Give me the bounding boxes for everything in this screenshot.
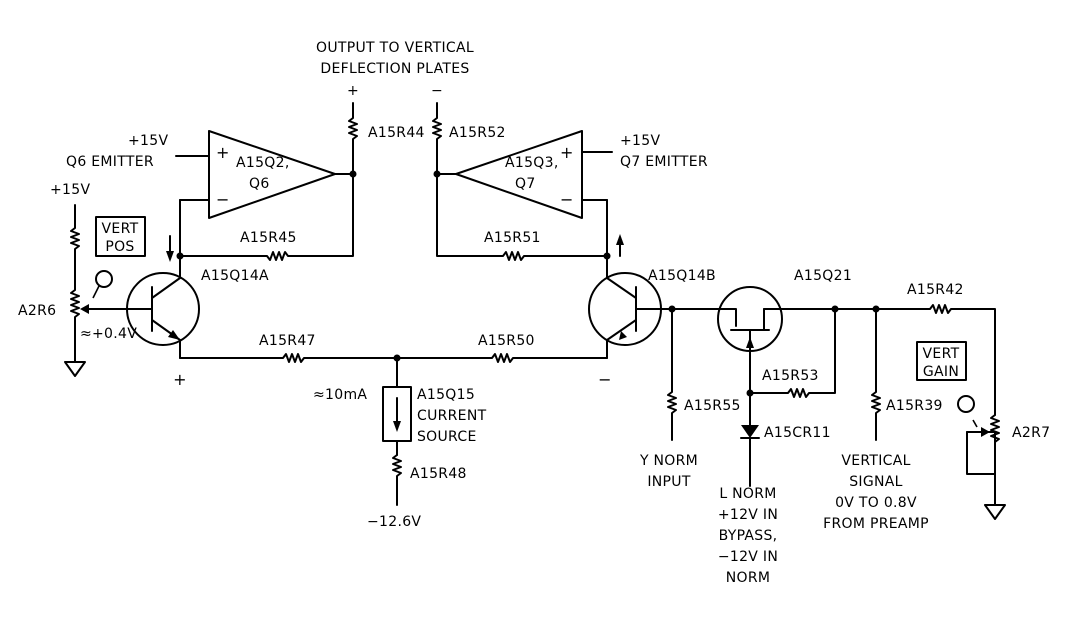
- junction-dot: [176, 252, 184, 260]
- resistor-r55: [667, 308, 677, 441]
- resistor-r42: [875, 304, 996, 416]
- arrow-down-icon: [166, 235, 174, 262]
- adjust-knob-icon: [957, 395, 975, 413]
- output-minus-sign: −: [431, 83, 443, 99]
- emitter-plus-label: +: [173, 370, 187, 389]
- l-norm-line-4: −12V IN: [718, 549, 778, 565]
- label-r51: A15R51: [484, 230, 541, 246]
- label-r44: A15R44: [368, 125, 425, 141]
- resistor-r51: [436, 173, 608, 261]
- amp-q7-minus: −: [560, 190, 574, 209]
- resistor-top-left: [70, 204, 80, 276]
- resistor-r53: [749, 308, 836, 398]
- resistor-r48: [392, 454, 402, 506]
- adjust-knob-icon: [95, 270, 113, 288]
- resistor-r50: [396, 353, 608, 363]
- junction-dot: [603, 252, 611, 260]
- amp-q6-plus: +: [216, 143, 230, 162]
- output-plus-sign: +: [347, 83, 359, 99]
- label-r42: A15R42: [907, 282, 964, 298]
- amplifier-q7: [436, 130, 613, 219]
- vert-gain-line-2: GAIN: [923, 364, 959, 380]
- resistor-r52: [432, 102, 442, 175]
- amp-q6-label-1: A15Q2,: [236, 155, 290, 171]
- current-source-q15: [382, 357, 412, 456]
- amp-q7-label-2: Q7: [515, 176, 536, 192]
- label-r48: A15R48: [410, 466, 467, 482]
- resistor-r45: [179, 173, 354, 261]
- transistor-q14b: [588, 199, 673, 359]
- vert-gain-box: [916, 341, 967, 381]
- left-supply-label: +15V: [50, 182, 90, 198]
- amp-q6-label-2: Q6: [249, 176, 270, 192]
- q7-emitter-label: Q7 EMITTER: [620, 154, 708, 170]
- amplifier-q6: [175, 130, 354, 219]
- output-title-line-1: OUTPUT TO VERTICAL: [316, 40, 474, 56]
- output-title-line-2: DEFLECTION PLATES: [320, 61, 469, 77]
- l-norm-line-3: BYPASS,: [719, 528, 778, 544]
- potentiometer-a2r7: [966, 414, 1000, 491]
- ground-right-icon: [984, 489, 1006, 520]
- ground-left-icon: [64, 349, 86, 377]
- diode-cr11: [740, 392, 760, 487]
- fet-q21: [671, 286, 836, 394]
- emitter-minus-label: −: [598, 370, 612, 389]
- vertical-signal-line-4: FROM PREAMP: [823, 516, 929, 532]
- label-q21: A15Q21: [794, 268, 852, 284]
- vert-gain-line-1: VERT: [923, 346, 960, 362]
- label-cr11: A15CR11: [764, 425, 831, 441]
- y-norm-line-1: Y NORM: [639, 453, 698, 469]
- label-approx-04v: ≈+0.4V: [80, 326, 137, 342]
- resistor-r47: [179, 353, 398, 363]
- l-norm-line-2: +12V IN: [718, 507, 778, 523]
- label-r50: A15R50: [478, 333, 535, 349]
- vertical-signal-line-2: SIGNAL: [849, 474, 903, 490]
- potentiometer-a2r6: [70, 274, 153, 351]
- vert-pos-box: [95, 216, 146, 257]
- arrow-up-icon: [616, 234, 624, 257]
- label-r53: A15R53: [762, 368, 819, 384]
- label-current: ≈10mA: [313, 387, 367, 403]
- amp-q7-label-1: A15Q3,: [505, 155, 559, 171]
- neg-supply-label: −12.6V: [367, 514, 421, 530]
- label-a2r6: A2R6: [18, 303, 56, 319]
- label-r52: A15R52: [449, 125, 506, 141]
- label-r47: A15R47: [259, 333, 316, 349]
- resistor-r44: [348, 102, 358, 175]
- q15-line-3: SOURCE: [417, 429, 477, 445]
- resistor-r39: [871, 308, 881, 441]
- label-r55: A15R55: [684, 398, 741, 414]
- label-a2r7: A2R7: [1012, 425, 1050, 441]
- label-q14b: A15Q14B: [648, 268, 716, 284]
- q7-supply-label: +15V: [620, 133, 660, 149]
- amp-q7-plus: +: [560, 143, 574, 162]
- vert-pos-line-1: VERT: [102, 221, 139, 237]
- l-norm-line-1: L NORM: [719, 486, 776, 502]
- label-q14a: A15Q14A: [201, 268, 269, 284]
- l-norm-line-5: NORM: [726, 570, 771, 586]
- vertical-signal-line-3: 0V TO 0.8V: [835, 495, 917, 511]
- vertical-signal-line-1: VERTICAL: [841, 453, 910, 469]
- label-r39: A15R39: [886, 398, 943, 414]
- amp-q6-minus: −: [216, 190, 230, 209]
- q6-supply-label: +15V: [128, 133, 168, 149]
- q15-line-2: CURRENT: [417, 408, 487, 424]
- y-norm-line-2: INPUT: [647, 474, 690, 490]
- vert-pos-line-2: POS: [105, 239, 134, 255]
- q6-emitter-label: Q6 EMITTER: [66, 154, 154, 170]
- label-r45: A15R45: [240, 230, 297, 246]
- q15-line-1: A15Q15: [417, 387, 475, 403]
